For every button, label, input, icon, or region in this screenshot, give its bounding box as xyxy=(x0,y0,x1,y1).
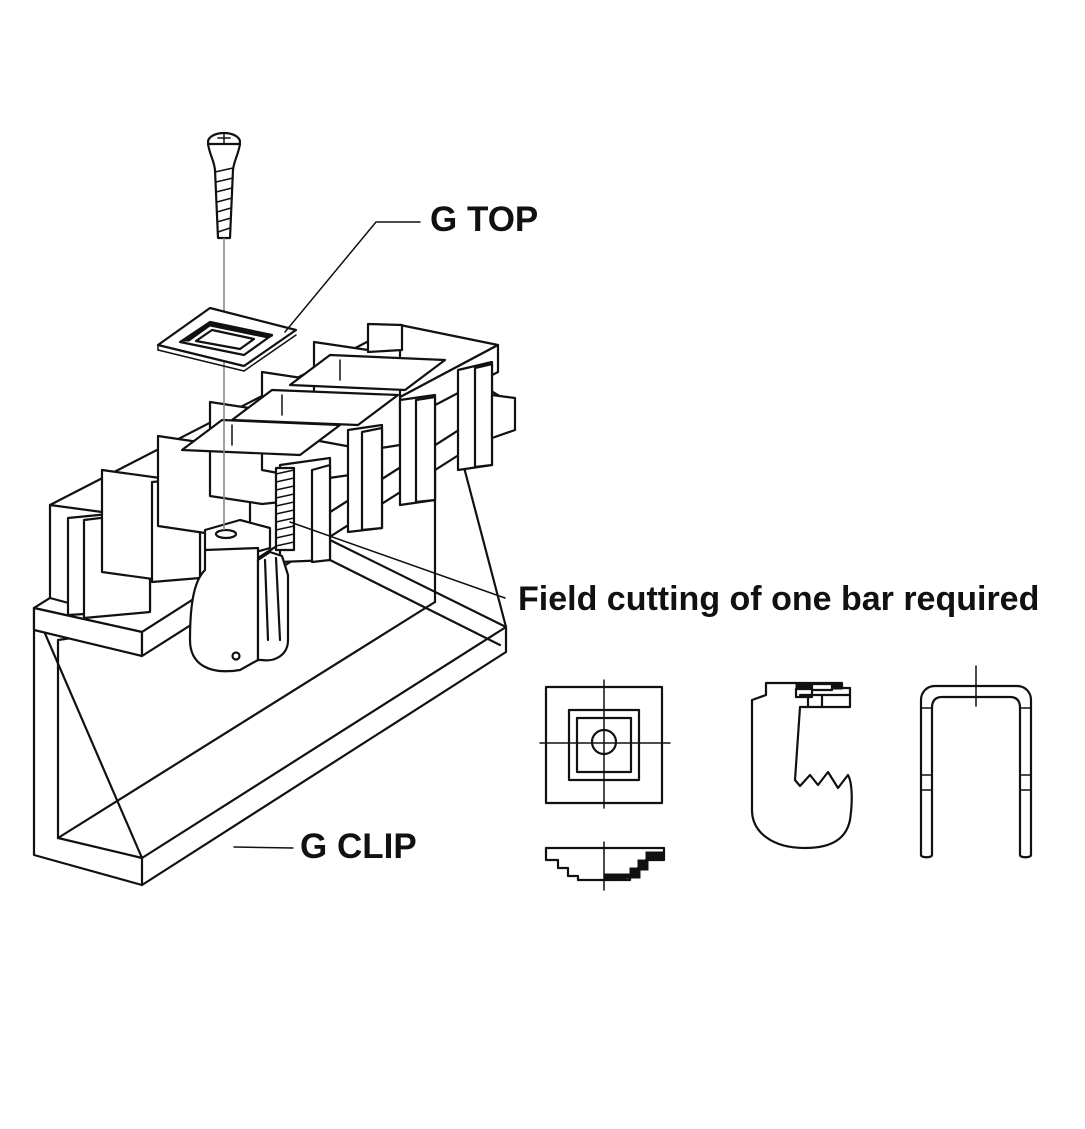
detail-g-top-section xyxy=(544,841,666,891)
detail-clip-front xyxy=(919,665,1033,859)
grating xyxy=(32,322,517,658)
bearing-bars-right xyxy=(278,360,517,564)
cut-bar-hatching xyxy=(274,466,296,552)
detail-g-top-plan xyxy=(539,679,671,809)
field-cutting-label: Field cutting of one bar required xyxy=(518,580,1040,618)
g-clip-label: G CLIP xyxy=(300,827,417,866)
screw-icon xyxy=(206,131,242,530)
leader-lines xyxy=(233,221,506,849)
grating-openings xyxy=(180,353,447,457)
clip-in-place xyxy=(188,518,290,673)
detail-clip-side xyxy=(750,681,853,850)
g-top-plate xyxy=(156,306,298,372)
g-top-label: G TOP xyxy=(430,200,539,239)
